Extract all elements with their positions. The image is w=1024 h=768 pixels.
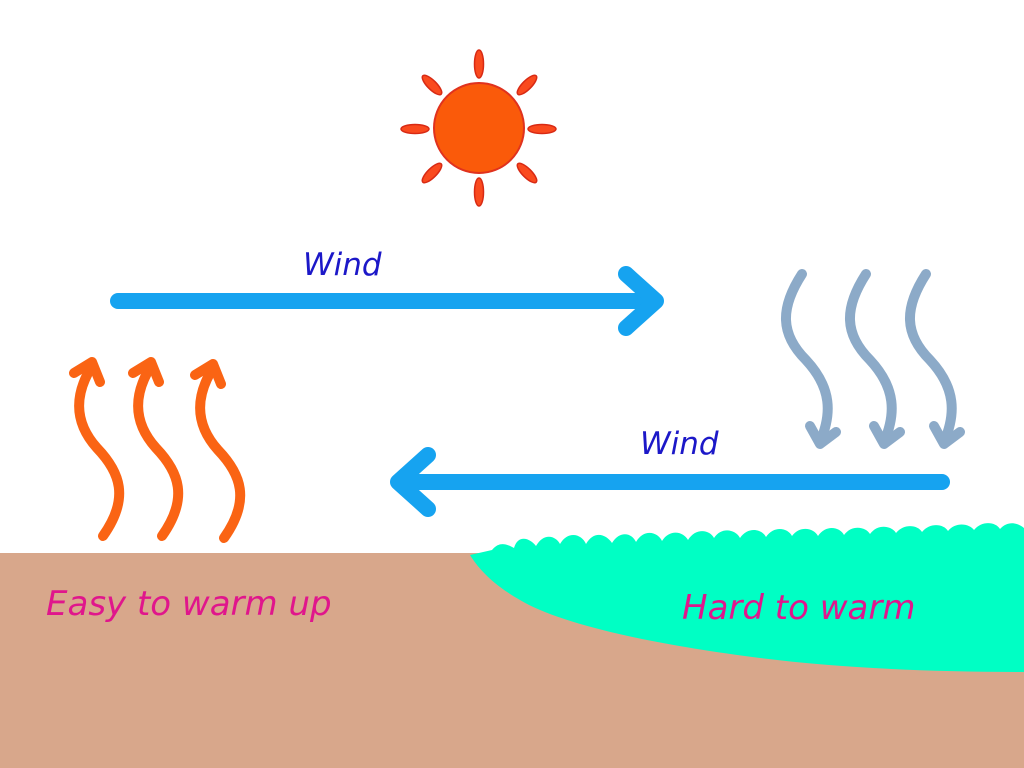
rising-air-arrow [133, 361, 184, 541]
sun-ray [527, 123, 557, 135]
sun-ray [516, 162, 538, 184]
wind-label-top: Wind [303, 247, 382, 283]
sun-ray [421, 162, 443, 184]
sun-ray [400, 123, 430, 135]
sun-ray [421, 74, 443, 96]
sinking-air-arrow-icon [781, 269, 965, 449]
sun-rays [400, 49, 557, 207]
rising-air-arrowhead [128, 357, 164, 387]
sun-ray [473, 49, 485, 79]
wind-label-bottom: Wind [640, 426, 719, 462]
rising-air-arrowhead [190, 359, 226, 389]
sinking-air-arrow [781, 269, 833, 447]
wind-arrow-icon [390, 447, 950, 517]
sinking-air-arrow [905, 269, 957, 447]
wind-arrow-icon [110, 266, 664, 336]
rising-air-arrow-icon [69, 357, 246, 543]
sinking-air-arrow [845, 269, 897, 447]
wind-arrow-head [618, 266, 664, 336]
land-label: Easy to warm up [46, 584, 332, 624]
sea-area [470, 523, 1024, 672]
wind-arrow-head [390, 447, 436, 517]
sinking-air-arrowhead [869, 421, 905, 449]
sun-disc [433, 82, 525, 174]
rising-air-arrowhead [69, 357, 105, 387]
sinking-air-arrowhead [805, 421, 841, 449]
rising-air-arrow [74, 361, 125, 541]
rising-air-arrow [195, 363, 246, 543]
sinking-air-arrowhead [929, 421, 965, 449]
sea-label: Hard to warm [682, 588, 916, 628]
sun-icon [400, 49, 557, 207]
sun-ray [473, 177, 485, 207]
sun-ray [516, 74, 538, 96]
